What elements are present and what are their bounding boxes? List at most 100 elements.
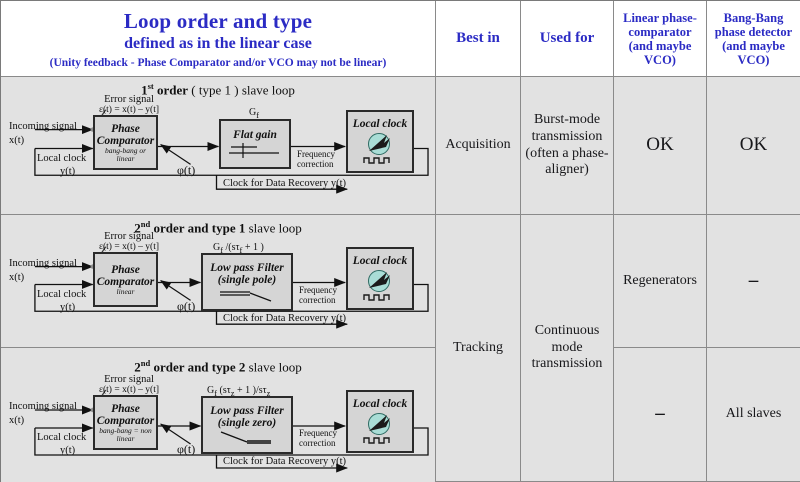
pc-line2-1: Comparator (96, 134, 155, 147)
label-frequency-correction-l2-2: correction (299, 295, 336, 305)
cell-used-for-row1: Burst-mode transmission (often a phase-a… (521, 77, 614, 215)
label-local-clock-fb-2: Local clock (37, 289, 87, 300)
label-x-of-t-2: x(t) (9, 272, 25, 283)
label-local-clock-fb-3: Local clock (37, 432, 87, 443)
block-low-pass-filter-2: Low pass Filter (single pole) (201, 253, 293, 311)
row3-order-num: 2 (134, 359, 141, 375)
label-y-of-t-2: y(t) (60, 302, 76, 313)
block-local-clock-2: Local clock (346, 247, 414, 310)
label-incoming-signal-3: Incoming signal (9, 401, 77, 412)
row3-order-sup: nd (140, 358, 151, 368)
page-title: Loop order and type defined as in the li… (1, 1, 436, 77)
label-clock-data-recovery-2: Clock for Data Recovery y(t) (223, 313, 347, 324)
clock-vco-icon (363, 412, 390, 444)
row1-order-num: 1 (141, 82, 148, 98)
label-x-of-t-1: x(t) (9, 135, 25, 146)
wires-row-3 (34, 389, 429, 473)
row-title-1: 1st order ( type 1 ) slave loop (1, 81, 435, 98)
pc-line1-2: Phase (111, 263, 140, 276)
local-clock-label-2: Local clock (352, 254, 408, 267)
row1-order-sup: st (147, 81, 154, 91)
label-error-signal-2: Error signal (104, 231, 154, 242)
label-y-of-t-3: y(t) (60, 445, 76, 456)
label-filter-gain-2: Gf /(sτf + 1 ) (213, 242, 264, 255)
cell-used-for-row2-row3: Continuous mode transmission (521, 215, 614, 482)
label-frequency-correction-l1-2: Frequency (299, 285, 337, 295)
label-frequency-correction-l2-1: correction (297, 159, 334, 169)
label-filter-gain-1: Gf (249, 107, 260, 120)
flat-gain-icon (229, 143, 279, 158)
header-used-for: Used for (521, 1, 614, 77)
label-phi-3: φ(t) (177, 442, 196, 456)
block-local-clock-3: Local clock (346, 390, 414, 453)
block-flat-gain-1: Flat gain (219, 119, 291, 169)
pc-line1-1: Phase (111, 122, 140, 135)
label-phi-1: φ(t) (177, 163, 196, 177)
title-line-2: defined as in the linear case (124, 34, 312, 52)
label-error-equation-3: ε(t) = x(t) – y(t] (99, 385, 159, 395)
cell-bangbang-row3: All slaves (707, 348, 800, 482)
row1-title-rest: ( type 1 ) slave loop (188, 82, 295, 98)
diagram-row-3: 2nd order and type 2 slave loop Inc (1, 348, 436, 482)
pc-line2-2: Comparator (96, 275, 155, 288)
row2-title-rest: slave loop (245, 220, 302, 236)
clock-vco-icon (363, 269, 390, 301)
cell-bangbang-row1: OK (707, 77, 800, 215)
row2-order-word: order and type 1 (150, 220, 246, 236)
pc-line1-3: Phase (111, 402, 140, 415)
row-title-2: 2nd order and type 1 slave loop (1, 219, 435, 236)
local-clock-label-1: Local clock (352, 117, 408, 130)
label-error-signal-3: Error signal (104, 374, 154, 385)
cell-bangbang-row2: – (707, 215, 800, 348)
row-title-3: 2nd order and type 2 slave loop (1, 358, 435, 375)
label-error-equation-1: ε(t) = x(t) – y(t] (99, 105, 159, 115)
filter-line2-2: (single pole) (217, 274, 277, 286)
label-frequency-correction-l2-3: correction (299, 438, 336, 448)
single-zero-icon (220, 431, 271, 444)
label-local-clock-fb-1: Local clock (37, 153, 87, 164)
row3-title-rest: slave loop (245, 359, 302, 375)
diagram-row-1: 1st order ( type 1 ) slave loop (1, 77, 436, 215)
label-error-signal-1: Error signal (104, 94, 154, 105)
block-low-pass-filter-3: Low pass Filter (single zero) (201, 396, 293, 454)
title-line-3: (Unity feedback - Phase Comparator and/o… (49, 56, 387, 69)
block-local-clock-1: Local clock (346, 110, 414, 173)
row2-order-num: 2 (134, 220, 141, 236)
cell-linear-pc-row3: – (614, 348, 707, 482)
filter-line1-3: Low pass Filter (210, 405, 284, 417)
label-x-of-t-3: x(t) (9, 415, 25, 426)
label-incoming-signal-1: Incoming signal (9, 121, 77, 132)
filter-line2-3: (single zero) (217, 417, 277, 429)
row2-order-sup: nd (140, 219, 151, 229)
header-best-in: Best in (436, 1, 521, 77)
label-frequency-correction-l1-1: Frequency (297, 149, 335, 159)
label-error-equation-2: ε(t) = x(t) – y(t] (99, 242, 159, 252)
single-pole-icon (220, 291, 272, 302)
header-linear-phase-comparator: Linear phase-comparator (and maybe VCO) (614, 1, 707, 77)
cell-best-in-row1: Acquisition (436, 77, 521, 215)
label-filter-gain-3: Gf (sτz + 1 )/sτz (207, 385, 271, 398)
filter-line1-1: Flat gain (233, 129, 277, 141)
label-clock-data-recovery-3: Clock for Data Recovery y(t) (223, 456, 347, 467)
header-bangbang-phase-detector: Bang-Bang phase detector (and maybe VCO) (707, 1, 800, 77)
wires-row-1 (34, 109, 429, 194)
clock-vco-icon (363, 132, 390, 164)
local-clock-label-3: Local clock (352, 397, 408, 410)
row3-order-word: order and type 2 (150, 359, 246, 375)
label-incoming-signal-2: Incoming signal (9, 258, 77, 269)
row1-order-word: order (153, 82, 189, 98)
cell-linear-pc-row1: OK (614, 77, 707, 215)
cell-best-in-row2-row3: Tracking (436, 215, 521, 482)
cell-linear-pc-row2: Regenerators (614, 215, 707, 348)
label-phi-2: φ(t) (177, 299, 196, 313)
diagram-row-2: 2nd order and type 1 slave loop In (1, 215, 436, 348)
filter-line1-2: Low pass Filter (210, 262, 284, 274)
pc-line2-3: Comparator (96, 414, 155, 427)
title-line-1: Loop order and type (123, 8, 313, 33)
block-phase-comparator-2: Phase Comparator linear (93, 252, 158, 307)
pc-sub-2: linear (116, 286, 135, 296)
label-y-of-t-1: y(t) (60, 166, 76, 177)
